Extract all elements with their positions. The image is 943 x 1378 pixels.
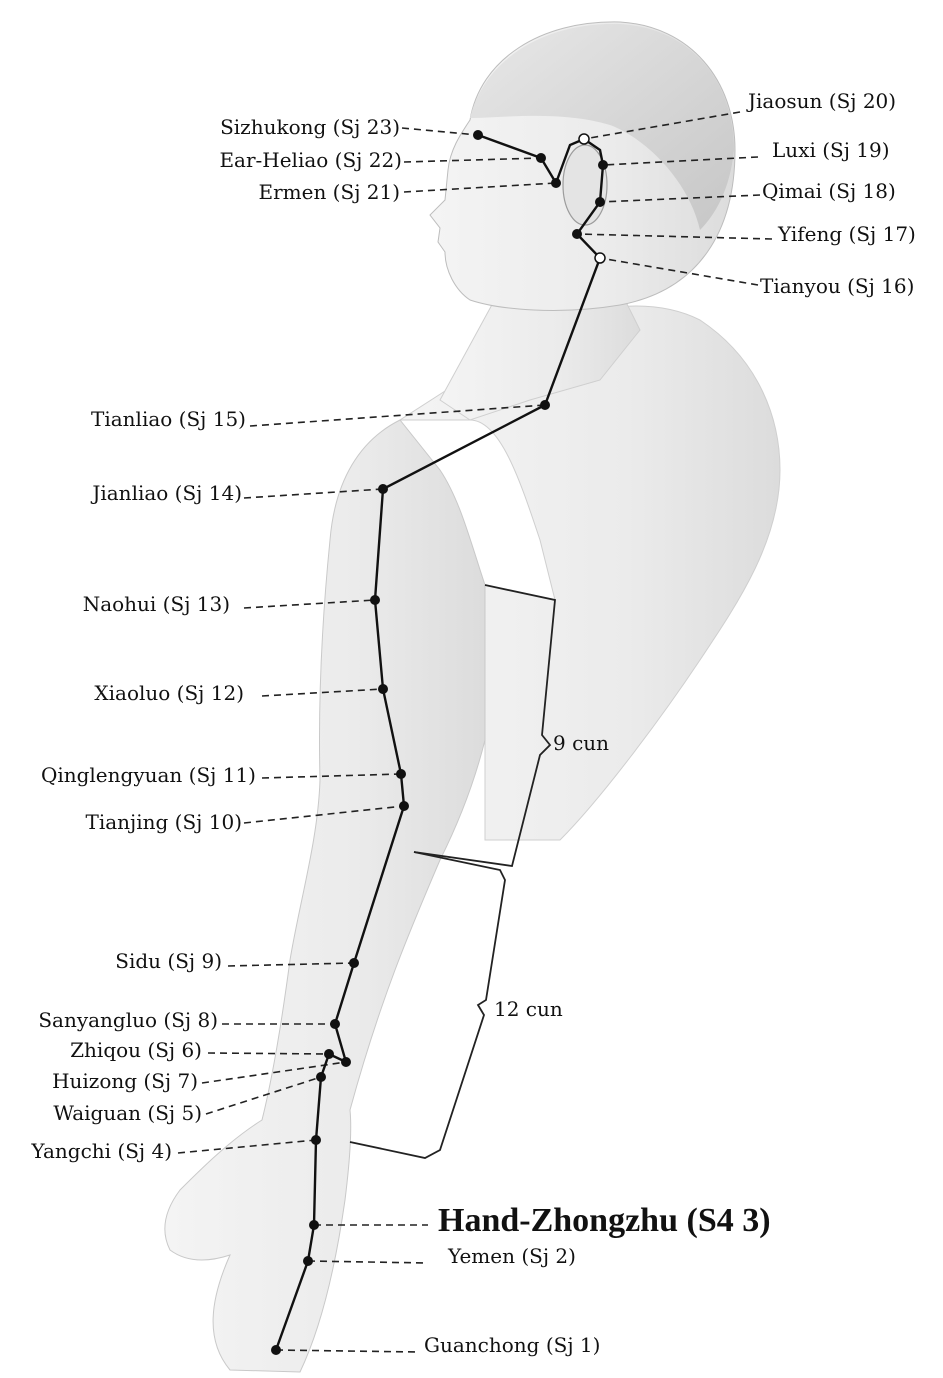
label-sj1: Guanchong (Sj 1) <box>424 1333 600 1357</box>
point-sj6 <box>324 1049 334 1059</box>
label-sj7: Huizong (Sj 7) <box>52 1069 198 1093</box>
label-sj22: Ear-Heliao (Sj 22) <box>219 148 402 172</box>
body-figure <box>165 22 780 1372</box>
label-sj21: Ermen (Sj 21) <box>258 180 400 204</box>
upper-arm-measure-label: 9 cun <box>553 731 609 755</box>
point-sj9 <box>349 958 359 968</box>
label-sj8: Sanyangluo (Sj 8) <box>38 1008 218 1032</box>
point-sj4 <box>311 1135 321 1145</box>
label-sj10: Tianjing (Sj 10) <box>86 810 243 834</box>
label-sj12: Xiaoluo (Sj 12) <box>94 681 244 705</box>
point-sj21 <box>551 178 561 188</box>
point-sj3 <box>309 1220 319 1230</box>
label-sj23: Sizhukong (Sj 23) <box>220 115 400 139</box>
label-sj14: Jianliao (Sj 14) <box>90 481 242 505</box>
label-sj4: Yangchi (Sj 4) <box>30 1139 172 1163</box>
point-sj16 <box>595 253 605 263</box>
label-sj13: Naohui (Sj 13) <box>83 592 230 616</box>
point-sj22 <box>536 153 546 163</box>
label-sj17: Yifeng (Sj 17) <box>777 222 916 246</box>
point-sj14 <box>378 484 388 494</box>
point-sj2 <box>303 1256 313 1266</box>
label-sj16: Tianyou (Sj 16) <box>760 274 914 298</box>
label-sj9: Sidu (Sj 9) <box>115 949 222 973</box>
point-sj8 <box>330 1019 340 1029</box>
point-sj18 <box>595 197 605 207</box>
point-sj13 <box>370 595 380 605</box>
point-sj12 <box>378 684 388 694</box>
label-sj11: Qinglengyuan (Sj 11) <box>41 763 256 787</box>
point-sj17 <box>572 229 582 239</box>
point-sj20 <box>579 134 589 144</box>
label-sj6: Zhiqou (Sj 6) <box>70 1038 202 1062</box>
point-sj23 <box>473 130 483 140</box>
label-sj20: Jiaosun (Sj 20) <box>746 89 896 113</box>
label-sj19: Luxi (Sj 19) <box>772 138 890 162</box>
point-sj1 <box>271 1345 281 1355</box>
forearm-measure-label: 12 cun <box>494 997 563 1021</box>
point-sj15 <box>540 400 550 410</box>
arm-shape <box>165 420 485 1372</box>
point-sj11 <box>396 769 406 779</box>
label-sj2: Yemen (Sj 2) <box>447 1244 576 1268</box>
label-sj3: Hand-Zhongzhu (S4 3) <box>438 1202 771 1239</box>
point-sj10 <box>399 801 409 811</box>
label-sj15: Tianliao (Sj 15) <box>91 407 246 431</box>
point-sj7 <box>341 1057 351 1067</box>
point-sj5 <box>316 1072 326 1082</box>
label-sj5: Waiguan (Sj 5) <box>53 1101 202 1125</box>
point-sj19 <box>598 160 608 170</box>
label-sj18: Qimai (Sj 18) <box>762 179 896 203</box>
